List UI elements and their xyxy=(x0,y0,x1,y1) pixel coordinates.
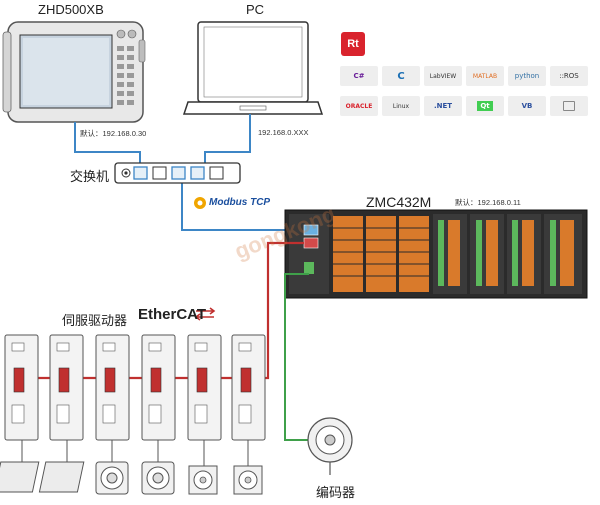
vb-icon: VB xyxy=(508,96,546,116)
qt-icon: Qt xyxy=(466,96,504,116)
vb-icon-text: VB xyxy=(521,102,533,110)
servo-drive-4[interactable] xyxy=(141,334,176,495)
rt-icon-text: Rt xyxy=(347,38,359,50)
c-icon: C xyxy=(382,66,420,86)
oracle-icon-text: ORACLE xyxy=(345,102,373,110)
python-icon: python xyxy=(508,66,546,86)
network-switch[interactable] xyxy=(114,162,241,184)
labview-icon: LabVIEW xyxy=(424,66,462,86)
modbus-tcp-label: Modbus TCP xyxy=(209,197,271,208)
linux-icon-text: Linux xyxy=(392,102,410,110)
c-icon-text: C xyxy=(397,70,405,82)
controller-ip-label: 默认：192.168.0.11 xyxy=(455,198,521,207)
controller-zmc432m[interactable] xyxy=(284,209,588,299)
ethernet-cables xyxy=(74,114,304,231)
encoder-cable xyxy=(284,273,310,441)
ethercat-label: EtherCAT xyxy=(138,306,207,323)
servo-drive-label: 伺服驱动器 xyxy=(62,313,128,328)
rt-icon: Rt xyxy=(341,32,365,56)
pc-label: PC xyxy=(246,2,265,17)
hmi-label: ZHD500XB xyxy=(38,2,104,17)
ethercat-logo-arrows xyxy=(194,307,216,321)
encoder-label: 编码器 xyxy=(316,485,356,500)
qt-icon-text: Qt xyxy=(477,101,493,111)
csharp-icon-text: C# xyxy=(353,72,365,80)
modbus-logo-mark xyxy=(194,197,206,209)
servo-drive-3[interactable] xyxy=(95,334,130,495)
servo-drive-2[interactable] xyxy=(38,334,85,493)
matlab-icon-text: MATLAB xyxy=(472,72,498,80)
matlab-icon: MATLAB xyxy=(466,66,504,86)
hmi-device[interactable] xyxy=(2,21,146,123)
encoder-device[interactable] xyxy=(307,417,353,475)
ros-icon: ::ROS xyxy=(550,66,588,86)
servo-drive-6[interactable] xyxy=(231,334,266,495)
servo-drive-1[interactable] xyxy=(0,334,40,493)
hmi-ip-label: 默认：192.168.0.30 xyxy=(80,129,147,138)
linux-icon: Linux xyxy=(382,96,420,116)
servo-drives[interactable] xyxy=(0,334,266,495)
dotnet-icon: .NET xyxy=(424,96,462,116)
printer-icon xyxy=(550,96,588,116)
python-icon-text: python xyxy=(514,72,540,80)
oracle-icon: ORACLE xyxy=(340,96,378,116)
switch-label: 交换机 xyxy=(70,169,110,184)
pc-laptop[interactable] xyxy=(182,21,324,115)
printer-icon-glyph xyxy=(563,101,575,111)
pc-ip-label: 192.168.0.XXX xyxy=(258,128,309,137)
servo-drive-5[interactable] xyxy=(187,334,222,495)
dotnet-icon-text: .NET xyxy=(433,102,453,110)
controller-label: ZMC432M xyxy=(366,194,432,210)
csharp-icon: C# xyxy=(340,66,378,86)
ros-icon-text: ::ROS xyxy=(559,72,579,80)
labview-icon-text: LabVIEW xyxy=(429,72,457,80)
